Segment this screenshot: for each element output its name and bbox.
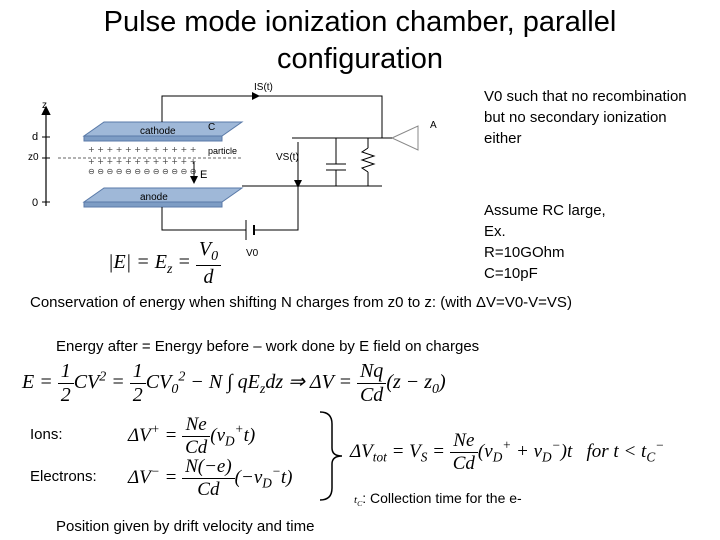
top-wire [161,95,383,138]
energy-text: Energy after = Energy before – work done… [56,338,480,355]
svg-text:+ + + + + + + + + + + +: + + + + + + + + + + + + [88,145,196,154]
ions-label: Ions: [30,426,63,443]
note-assumptions: Assume RC large, Ex. R=10GOhm C=10pF [484,200,606,284]
resistor-symbol [360,147,376,173]
note2-line3: R=10GOhm [484,244,565,261]
position-note: Position given by drift velocity and tim… [56,518,315,535]
title-line-2: configuration [276,43,444,75]
svg-text:+ + + + + + + + + + + +: + + + + + + + + + + + + [88,157,196,166]
z0-label: z0 [28,152,39,163]
collection-note: tC: Collection time for the e- [354,490,522,509]
e-field-label: E [200,169,207,181]
collection-note-text: : Collection time for the e- [362,490,522,506]
cathode-label: cathode [140,126,176,137]
electrons-equation: ΔV− = N(−e)Cd(−vD−t) [128,456,293,500]
svg-text:⊖ ⊖ ⊖ ⊖ ⊖ ⊖ ⊖ ⊖ ⊖ ⊖ ⊖ ⊖: ⊖ ⊖ ⊖ ⊖ ⊖ ⊖ ⊖ ⊖ ⊖ ⊖ ⊖ ⊖ [88,167,196,176]
v0-label: V0 [246,248,259,259]
vs-label: VS(t) [276,152,299,163]
anode-label: anode [140,192,168,203]
note1-line3: either [484,130,522,147]
brace [319,411,343,501]
note1-line1: V0 such that no recombination [484,88,687,105]
particle-label: particle [208,146,237,156]
z-label: z [42,100,47,111]
note2-line2: Ex. [484,223,506,240]
electrons-label: Electrons: [30,468,97,485]
capacitor-c-label: C [208,122,215,133]
note1-line2: but no secondary ionization [484,109,667,126]
note-recombination: V0 such that no recombination but no sec… [484,86,687,149]
ionization-chamber-diagram: z d z0 0 cathode C + + + + + + + + + + +… [28,82,437,259]
zero-label: 0 [32,197,38,209]
conservation-text: Conservation of energy when shifting N c… [30,294,572,311]
amplifier-symbol [390,125,419,151]
charges: + + + + + + + + + + + + + + + + + + + + … [88,145,196,176]
note2-line4: C=10pF [484,265,538,282]
note2-line1: Assume RC large, [484,202,606,219]
is-label: IS(t) [254,82,273,93]
amplifier-label: A [430,120,437,131]
d-label: d [32,131,38,143]
slide-title: Pulse mode ionization chamber, parallel … [0,4,720,78]
title-line-1: Pulse mode ionization chamber, parallel [103,6,617,38]
